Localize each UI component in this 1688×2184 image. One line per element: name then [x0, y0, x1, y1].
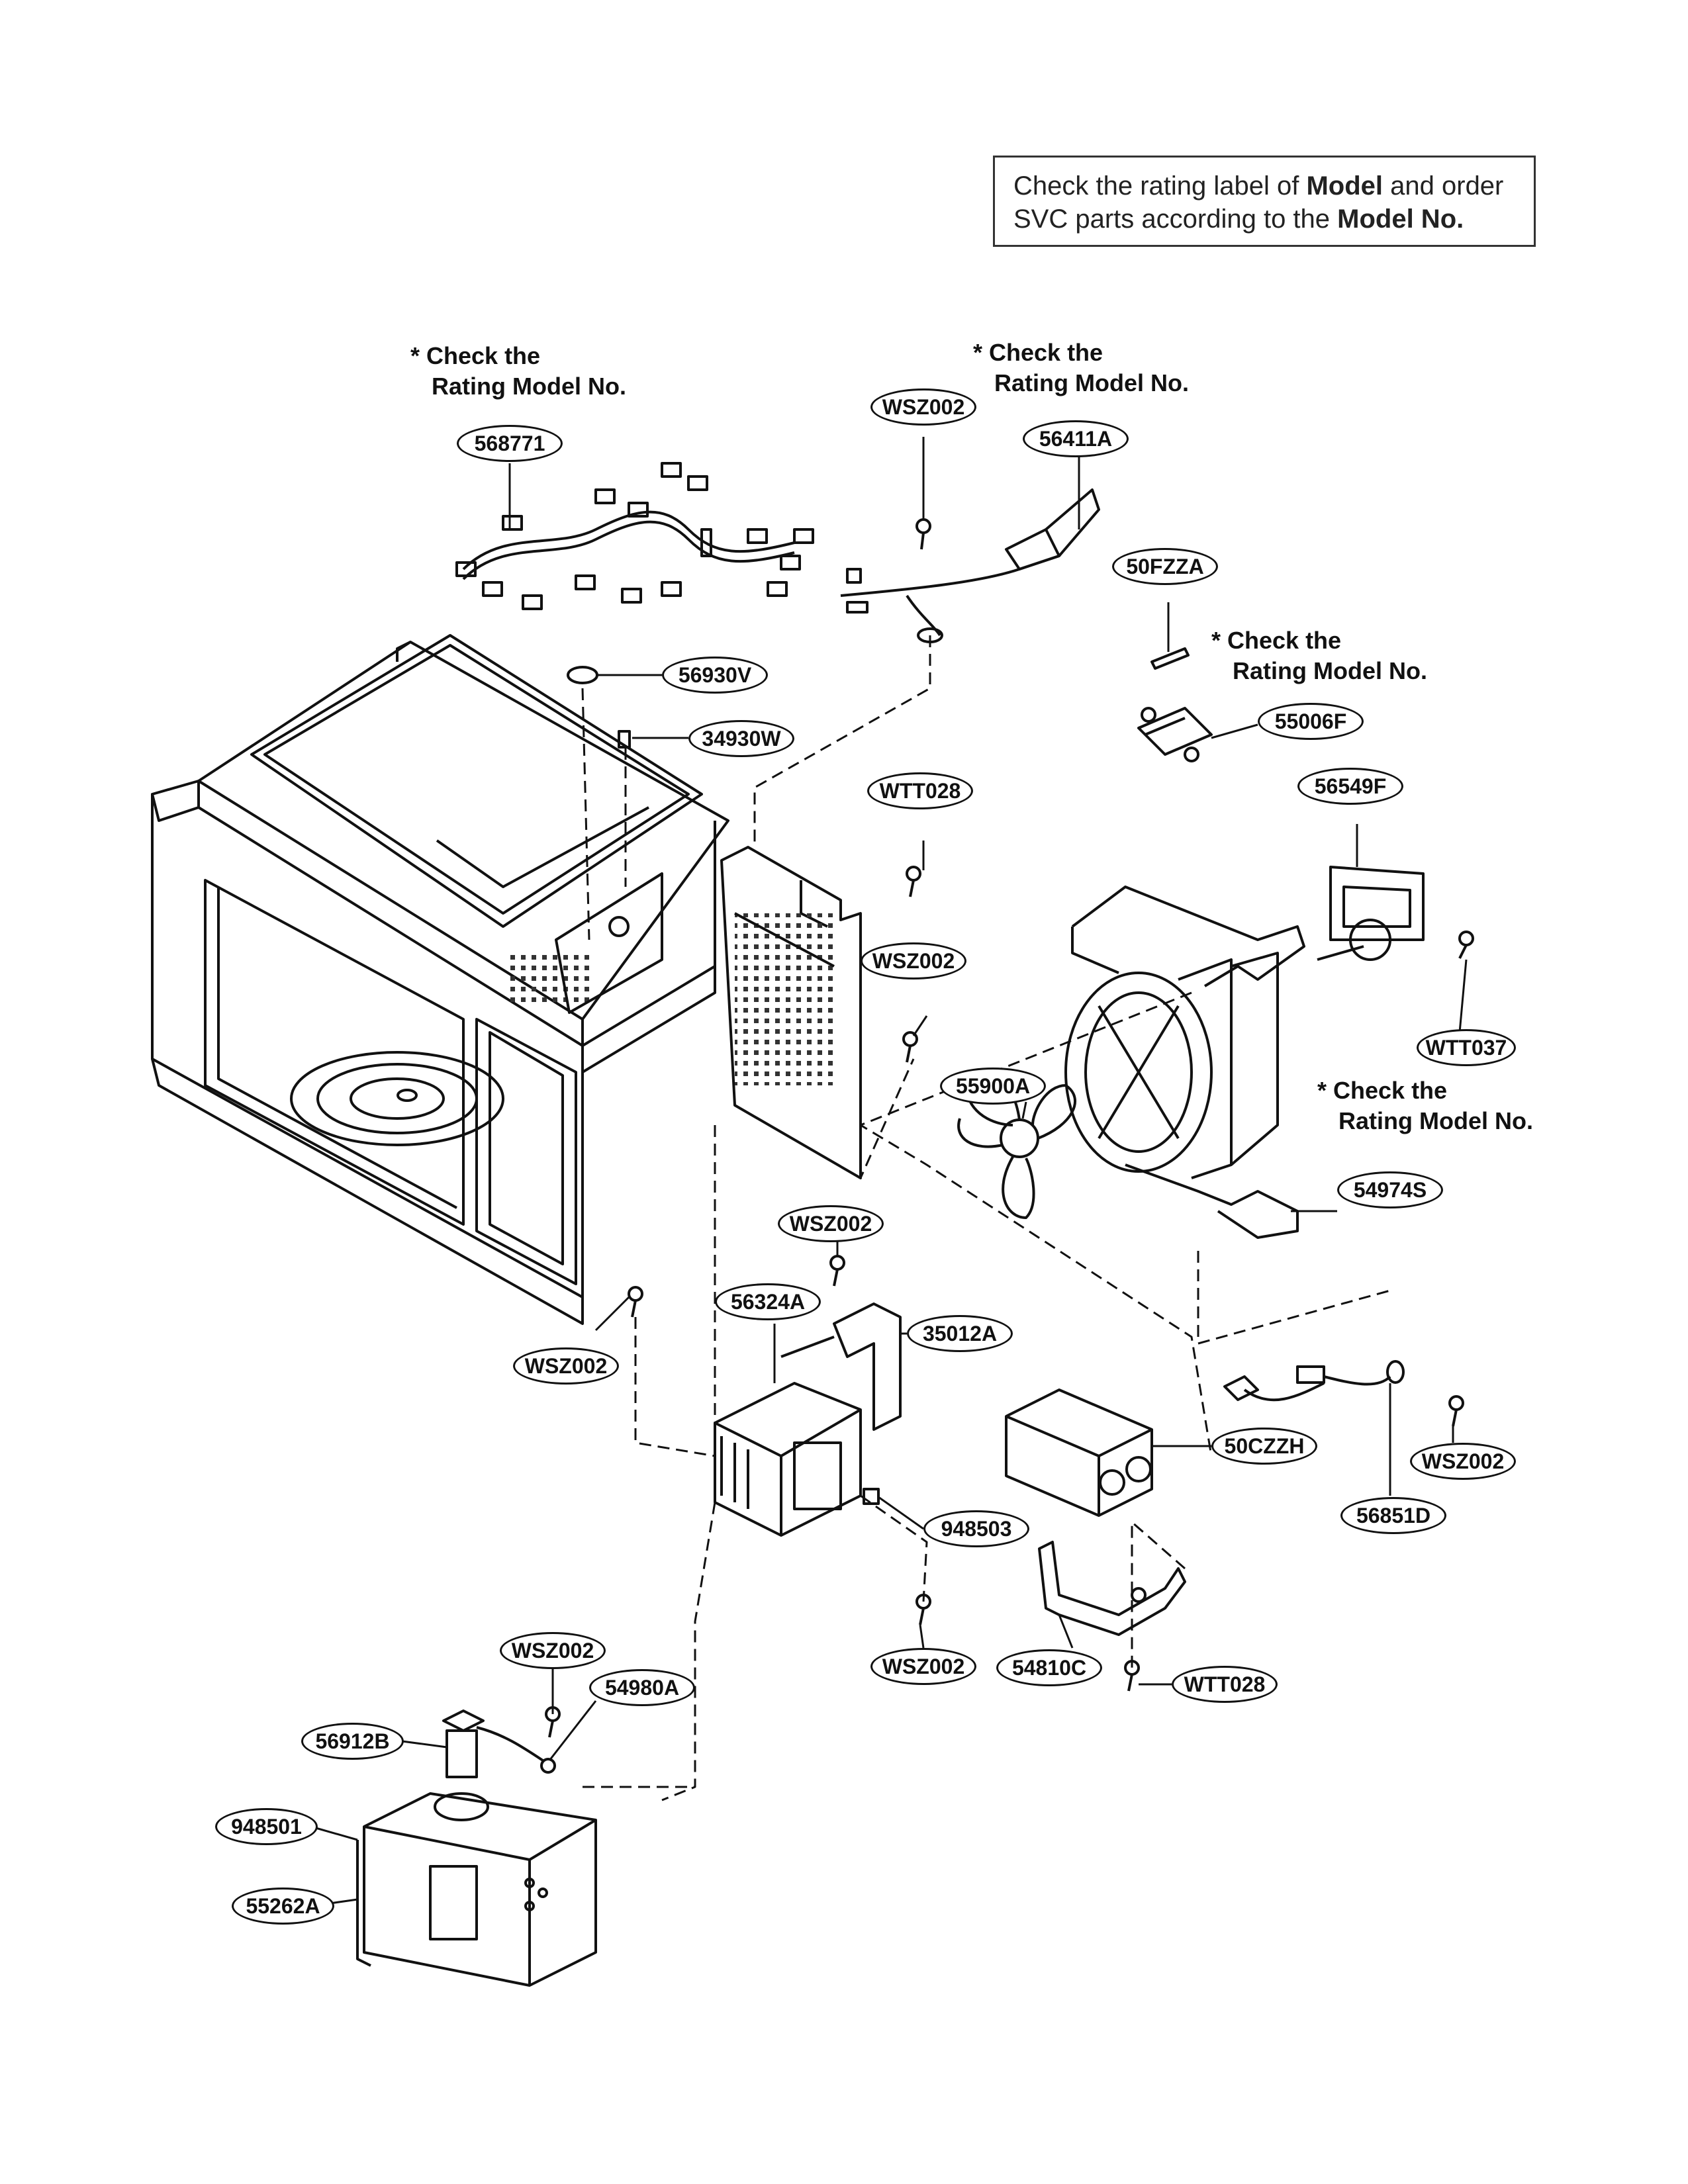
part-callout-55262a[interactable]: 55262A — [232, 1888, 334, 1925]
part-callout-50fzza[interactable]: 50FZZA — [1112, 548, 1218, 585]
rating-note-2: * Check the Rating Model No. — [973, 338, 1189, 398]
fuse-and-holder-part — [1137, 647, 1213, 762]
part-callout-wsz002-b[interactable]: WSZ002 — [861, 942, 966, 979]
part-callout-56930v[interactable]: 56930V — [662, 657, 768, 694]
part-callout-948501[interactable]: 948501 — [215, 1808, 318, 1845]
part-callout-56851d[interactable]: 56851D — [1340, 1497, 1446, 1534]
notice-bold-model-no: Model No. — [1337, 205, 1464, 234]
oven-cavity-part — [151, 634, 729, 1325]
capacitor-part — [1005, 1388, 1153, 1517]
transformer-housing-part — [356, 1792, 597, 1987]
part-callout-wsz002-e[interactable]: WSZ002 — [1410, 1443, 1516, 1480]
part-callout-wtt037[interactable]: WTT037 — [1417, 1029, 1516, 1066]
part-callout-35012a[interactable]: 35012A — [907, 1315, 1013, 1352]
rating-note-1: * Check the Rating Model No. — [410, 341, 626, 402]
ground-strap-part — [476, 1726, 556, 1774]
part-callout-54974s[interactable]: 54974S — [1337, 1171, 1443, 1208]
part-callout-wsz002-c[interactable]: WSZ002 — [778, 1205, 884, 1242]
note-line-1: * Check the — [973, 339, 1103, 366]
diode-part — [1223, 1360, 1405, 1402]
inductor-part — [434, 1709, 489, 1821]
part-callout-wtt028-b[interactable]: WTT028 — [1172, 1666, 1278, 1703]
notice-bold-model: Model — [1306, 171, 1383, 201]
part-callout-568771[interactable]: 568771 — [457, 425, 563, 462]
fan-motor-bracket-part — [1064, 866, 1474, 1239]
note-line-2: Rating Model No. — [432, 373, 626, 400]
rating-note-4: * Check the Rating Model No. — [1317, 1075, 1533, 1136]
wire-harness-part — [455, 462, 814, 610]
note-line-1: * Check the — [1317, 1077, 1448, 1104]
part-callout-948503[interactable]: 948503 — [923, 1510, 1029, 1547]
part-callout-wtt028-a[interactable]: WTT028 — [867, 772, 973, 809]
part-callout-56324a[interactable]: 56324A — [715, 1283, 821, 1320]
part-callout-56912b[interactable]: 56912B — [301, 1723, 404, 1760]
part-callout-wsz002-d[interactable]: WSZ002 — [513, 1347, 619, 1385]
part-callout-50czzh[interactable]: 50CZZH — [1211, 1428, 1317, 1465]
part-callout-55006f[interactable]: 55006F — [1258, 703, 1364, 740]
wire-lead-part — [840, 488, 1100, 643]
part-callout-56411a[interactable]: 56411A — [1023, 420, 1129, 457]
note-line-2: Rating Model No. — [1338, 1107, 1533, 1134]
part-callout-54810c[interactable]: 54810C — [996, 1649, 1102, 1686]
note-line-1: * Check the — [1211, 627, 1342, 654]
notice-text-2: and order SVC parts according to the — [1013, 171, 1504, 234]
mounting-bracket-part — [780, 1302, 902, 1431]
note-line-2: Rating Model No. — [994, 369, 1189, 396]
part-callout-wsz002-f[interactable]: WSZ002 — [870, 1648, 976, 1685]
model-notice-box: Check the rating label of Model and orde… — [993, 156, 1536, 247]
note-line-2: Rating Model No. — [1233, 657, 1427, 684]
part-callout-55900a[interactable]: 55900A — [940, 1068, 1046, 1105]
side-panel-part — [720, 846, 862, 1179]
rating-note-3: * Check the Rating Model No. — [1211, 625, 1427, 686]
part-callout-wsz002-a[interactable]: WSZ002 — [870, 388, 976, 426]
magnetron-part — [714, 1382, 880, 1537]
part-callout-wsz002-g[interactable]: WSZ002 — [500, 1632, 606, 1669]
notice-text: Check the rating label of — [1013, 171, 1307, 201]
part-callout-56549f[interactable]: 56549F — [1297, 768, 1403, 805]
part-callout-54980a[interactable]: 54980A — [589, 1669, 695, 1706]
capacitor-bracket-part — [1038, 1541, 1186, 1636]
part-callout-34930w[interactable]: 34930W — [688, 720, 794, 757]
note-line-1: * Check the — [410, 342, 541, 369]
